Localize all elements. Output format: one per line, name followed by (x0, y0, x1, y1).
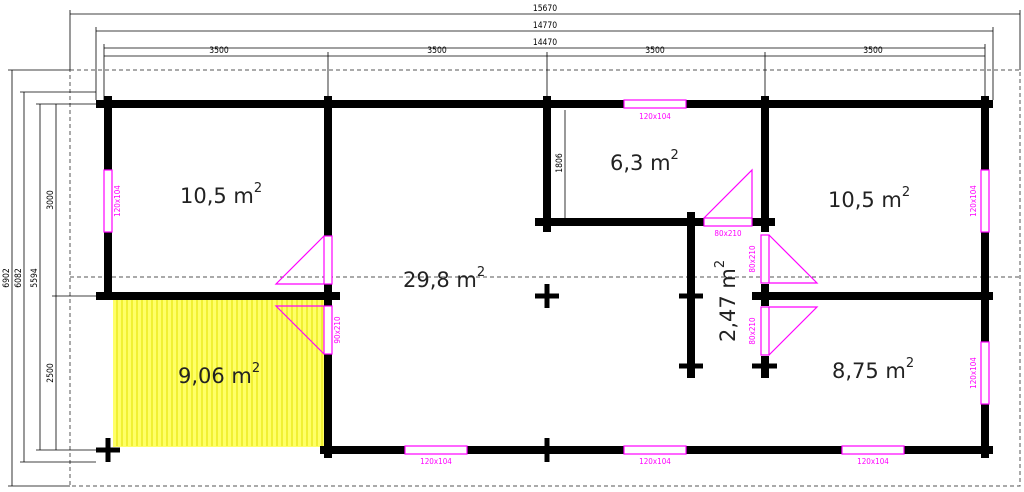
door-room-right-bottom-swing (768, 306, 819, 356)
door-left-room-swing (274, 235, 325, 285)
label-window-top: 120x104 (639, 112, 671, 121)
door-terrace (323, 305, 333, 355)
label-window-bottom-1: 120x104 (420, 457, 452, 466)
door-wc-swing (703, 168, 753, 219)
dimension-lines-vertical (8, 69, 566, 487)
area-room-top-left: 10,5 m2 (180, 181, 262, 208)
dim-bay-3: 3500 (645, 46, 665, 56)
dim-overall-inner: 14470 (533, 38, 557, 48)
dim-bay-2: 3500 (427, 46, 447, 56)
area-terrace: 9,06 m2 (178, 361, 260, 388)
door-terrace-swing (274, 305, 325, 355)
dim-bay-1: 3500 (209, 46, 229, 56)
dim-depth-walls: 6082 (14, 268, 24, 288)
label-door-room-right-top: 80x210 (748, 245, 757, 273)
window-left (103, 169, 113, 233)
label-door-terrace: 90x210 (333, 316, 342, 344)
window-bottom-3 (841, 445, 905, 455)
terrace-area (113, 300, 328, 447)
dimension-labels: 15670 14770 14470 3500 3500 3500 3500 69… (2, 4, 883, 383)
area-living: 29,8 m2 (403, 265, 485, 292)
doors (274, 168, 819, 356)
window-bottom-1 (404, 445, 468, 455)
window-right-bottom (980, 341, 990, 405)
door-left-room (323, 235, 333, 285)
dim-overall-roof: 15670 (533, 4, 557, 14)
dim-overall-walls: 14770 (533, 21, 557, 31)
window-right-top (980, 169, 990, 233)
label-door-wc: 80x210 (714, 229, 742, 238)
dimension-lines-horizontal (69, 10, 1021, 100)
area-wc: 6,3 m2 (610, 148, 679, 175)
area-room-bottom-right: 8,75 m2 (832, 356, 914, 383)
dim-depth-roof: 6902 (2, 268, 12, 288)
dim-depth-lower: 2500 (46, 363, 56, 383)
dim-depth-upper: 3000 (46, 190, 56, 210)
label-window-right-top: 120x104 (969, 185, 978, 217)
window-top (623, 99, 687, 109)
label-window-right-bottom: 120x104 (969, 357, 978, 389)
dim-depth-inner: 5594 (30, 268, 40, 288)
area-room-top-right: 10,5 m2 (828, 185, 910, 212)
windows (103, 99, 990, 455)
window-bottom-2 (623, 445, 687, 455)
label-window-bottom-3: 120x104 (857, 457, 889, 466)
label-window-bottom-2: 120x104 (639, 457, 671, 466)
door-room-right-top (760, 234, 770, 284)
label-door-room-right-bottom: 80x210 (748, 317, 757, 345)
roof-outline (69, 69, 1021, 487)
wall-crosses (96, 284, 777, 462)
door-room-right-top-swing (768, 234, 819, 284)
dim-wc-wall: 1806 (555, 153, 565, 173)
door-room-right-bottom (760, 306, 770, 356)
room-areas: 10,5 m2 29,8 m2 6,3 m2 10,5 m2 9,06 m2 2… (178, 148, 914, 388)
opening-labels: 120x104 120x104 120x104 120x104 120x104 … (113, 112, 978, 466)
dim-bay-4: 3500 (863, 46, 883, 56)
label-window-left: 120x104 (113, 185, 122, 217)
area-hall: 2,47 m2 (713, 260, 740, 342)
door-wc (703, 217, 753, 227)
